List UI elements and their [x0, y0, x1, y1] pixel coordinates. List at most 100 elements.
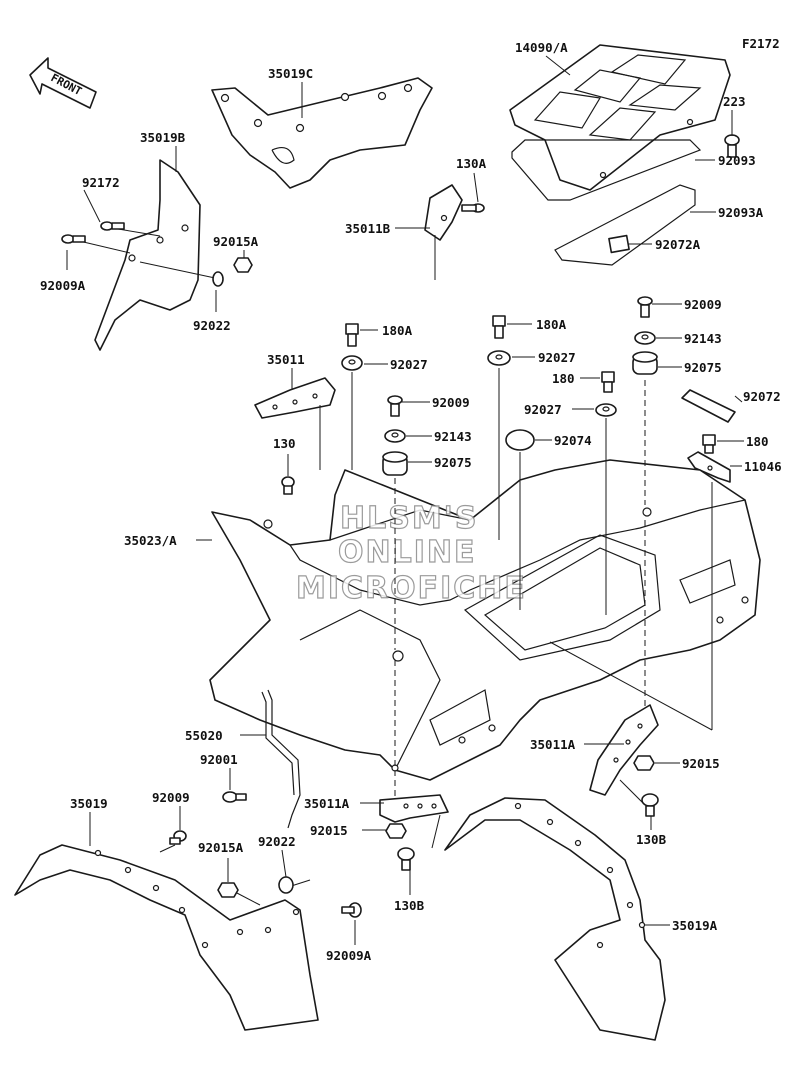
label-35011b: 35011B	[345, 221, 391, 236]
washer-92027-left	[341, 355, 363, 371]
label-92009-center: 92009	[432, 395, 470, 410]
bolt-92009-left	[169, 830, 187, 845]
lid-14090a	[509, 44, 731, 191]
label-92015a-top: 92015A	[213, 234, 259, 249]
label-92074: 92074	[554, 433, 592, 448]
label-223: 223	[723, 94, 746, 109]
rod-55020	[222, 689, 301, 829]
label-92015-center: 92015	[310, 823, 348, 838]
label-130b-right: 130B	[636, 832, 667, 847]
bracket-35011a-right	[589, 704, 659, 817]
nut-92015a-top	[233, 257, 253, 273]
label-92143-center: 92143	[434, 429, 472, 444]
washer-92027-mid	[595, 403, 617, 417]
watermark-line-2: ONLINE	[338, 535, 477, 570]
bolt-92001	[222, 791, 247, 803]
bolt-180-right	[702, 434, 716, 454]
label-92022-top: 92022	[193, 318, 231, 333]
washer-92027-right	[487, 350, 511, 366]
strap-92072	[681, 389, 736, 423]
bracket-35011	[254, 377, 336, 495]
label-130b-center: 130B	[394, 898, 425, 913]
label-35019a: 35019A	[672, 918, 718, 933]
washer-92022-top	[212, 271, 224, 287]
cover-35019c	[211, 77, 433, 189]
fender-35019a	[444, 797, 666, 1041]
label-130: 130	[273, 436, 296, 451]
cap-92074	[505, 429, 535, 451]
grommet-92075-center	[382, 451, 408, 476]
watermark-line-1: HLSM'S	[340, 501, 478, 536]
bracket-35011b	[424, 184, 485, 241]
label-92009-right: 92009	[684, 297, 722, 312]
bolt-130b-center	[397, 847, 415, 871]
label-92072a: 92072A	[655, 237, 701, 252]
washer-92143-right	[634, 331, 656, 345]
bolt-92009-right	[637, 296, 653, 318]
label-92027-right: 92027	[538, 350, 576, 365]
label-180a-left: 180A	[382, 323, 413, 338]
label-92015-right: 92015	[682, 756, 720, 771]
label-92009a-top: 92009A	[40, 278, 86, 293]
label-35023a: 35023/A	[124, 533, 177, 548]
washer-92143-center	[384, 429, 406, 443]
label-35011a-center: 35011A	[304, 796, 350, 811]
seal-92093a	[554, 184, 696, 266]
watermark: HLSM'S ONLINE MICROFICHE	[295, 500, 527, 606]
label-92072: 92072	[743, 389, 781, 404]
nut-92015a-left	[217, 882, 239, 898]
nut-92015-right	[633, 755, 655, 771]
bolt-130b-right	[641, 793, 659, 817]
label-92009-left: 92009	[152, 790, 190, 805]
label-92075-center: 92075	[434, 455, 472, 470]
label-92075-right: 92075	[684, 360, 722, 375]
washer-92022-left	[278, 876, 294, 894]
label-14090a: 14090/A	[515, 40, 568, 55]
bolt-180-mid	[601, 371, 615, 393]
label-35019c: 35019C	[268, 66, 313, 81]
assembly-lines	[319, 235, 713, 820]
label-92172: 92172	[82, 175, 120, 190]
grommet-92075-right	[632, 351, 658, 375]
front-arrow-icon: FRONT	[29, 57, 97, 109]
pad-92072a	[608, 234, 630, 254]
label-92015a-left: 92015A	[198, 840, 244, 855]
label-180-right: 180	[746, 434, 769, 449]
label-92093: 92093	[718, 153, 756, 168]
bolt-92009a-left	[341, 902, 362, 918]
bolt-92009-center	[387, 395, 403, 417]
seal-92093	[511, 139, 702, 201]
label-11046: 11046	[744, 459, 782, 474]
label-92001: 92001	[200, 752, 238, 767]
bolt-92172	[100, 221, 125, 231]
label-35011a-right: 35011A	[530, 737, 576, 752]
label-130a: 130A	[456, 156, 487, 171]
bolt-130a	[461, 203, 485, 213]
bracket-11046	[687, 451, 731, 483]
label-92009a-left: 92009A	[326, 948, 372, 963]
label-180a-right: 180A	[536, 317, 567, 332]
bolt-92009a-top	[61, 234, 86, 244]
label-92027-mid: 92027	[524, 402, 562, 417]
rear-fender-35023a	[209, 459, 761, 781]
bolt-180a-right	[492, 315, 506, 339]
label-35019b: 35019B	[140, 130, 186, 145]
label-leaders	[66, 55, 744, 945]
part-labels: 14090/A 223 92093 92093A 92072A 35019C 3…	[40, 40, 782, 963]
watermark-line-3: MICROFICHE	[296, 571, 527, 606]
label-92093a: 92093A	[718, 205, 764, 220]
figure-code: F2172	[742, 36, 780, 51]
label-35011: 35011	[267, 352, 305, 367]
bolt-130	[281, 476, 295, 495]
bolt-180a-left	[345, 323, 359, 347]
label-35019: 35019	[70, 796, 108, 811]
label-55020: 55020	[185, 728, 223, 743]
fender-35019	[14, 830, 362, 1031]
nut-92015-center	[385, 823, 407, 839]
label-92143-right: 92143	[684, 331, 722, 346]
label-92022-left: 92022	[258, 834, 296, 849]
label-180-mid: 180	[552, 371, 575, 386]
bracket-35011a-center	[379, 794, 449, 871]
label-92027-left: 92027	[390, 357, 428, 372]
